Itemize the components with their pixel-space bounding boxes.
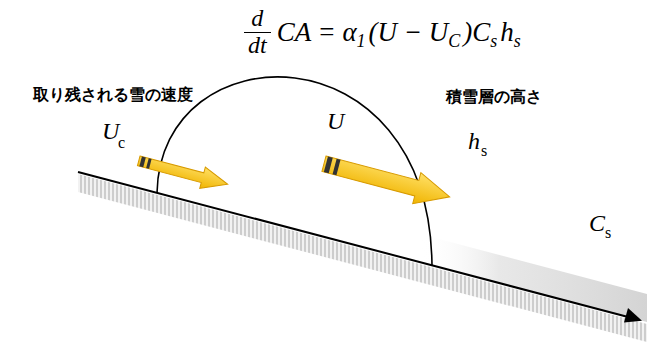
- equation-term: )C: [463, 17, 490, 48]
- variable-subscript: s: [605, 224, 611, 242]
- snow-layer-band: [420, 234, 647, 322]
- fraction: ddt: [246, 6, 269, 58]
- equation-term: h: [500, 17, 514, 48]
- variable-subscript: s: [481, 142, 487, 160]
- equation-subscript: s: [514, 31, 521, 52]
- snow-base-hatch: [78, 174, 647, 342]
- equation-term: dt: [246, 33, 269, 58]
- equation: ddtCA = α1(U − UC)Cshs: [246, 6, 524, 58]
- slow-arrow: [136, 150, 231, 195]
- equation-subscript: C: [448, 31, 460, 52]
- equation-subscript: 1: [357, 31, 366, 52]
- equation-term: CA = α: [277, 17, 357, 48]
- remaining-snow-speed-label: 取り残される雪の速度: [33, 86, 193, 104]
- fast-arrow: [320, 148, 454, 212]
- variable-symbol: U: [102, 118, 119, 144]
- variable-symbol: U: [327, 108, 344, 134]
- equation-term: d: [244, 6, 271, 33]
- snow-layer-height-label: 積雪層の高さ: [446, 88, 542, 106]
- equation-term: (U − U: [369, 17, 449, 48]
- equation-subscript: s: [490, 31, 497, 52]
- variable-subscript: c: [118, 134, 125, 152]
- variable-symbol: C: [589, 210, 605, 236]
- slope-line: [78, 172, 630, 318]
- variable-symbol: h: [468, 128, 480, 154]
- slope-arrowhead: [624, 308, 642, 323]
